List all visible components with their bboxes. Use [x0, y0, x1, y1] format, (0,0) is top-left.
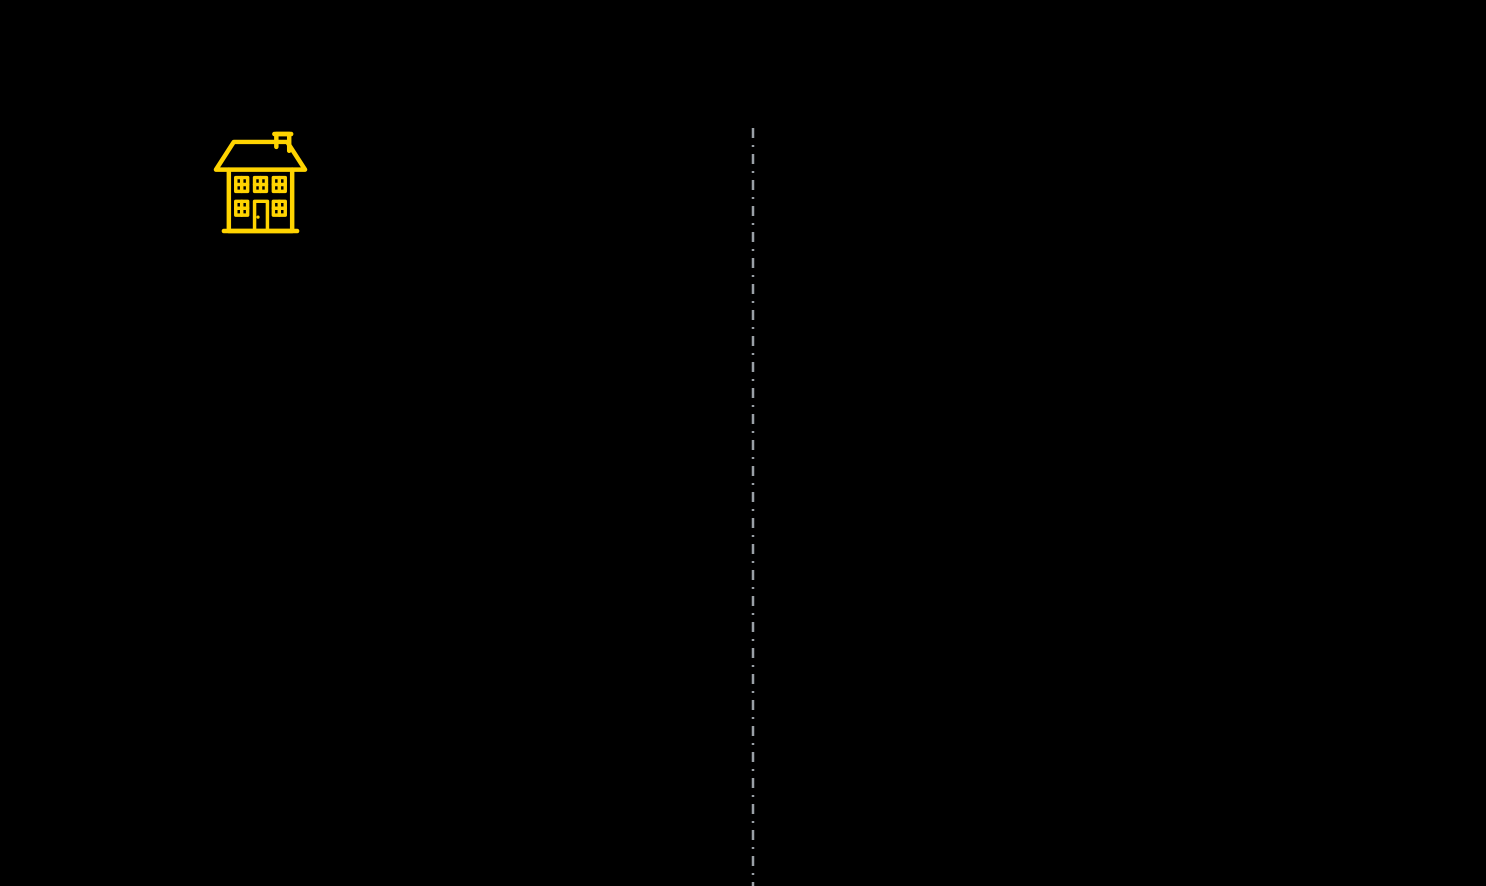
- house-icon: [213, 129, 308, 236]
- left-panel: [213, 129, 308, 236]
- right-panel: [743, 0, 1486, 886]
- divider-line: [751, 128, 755, 886]
